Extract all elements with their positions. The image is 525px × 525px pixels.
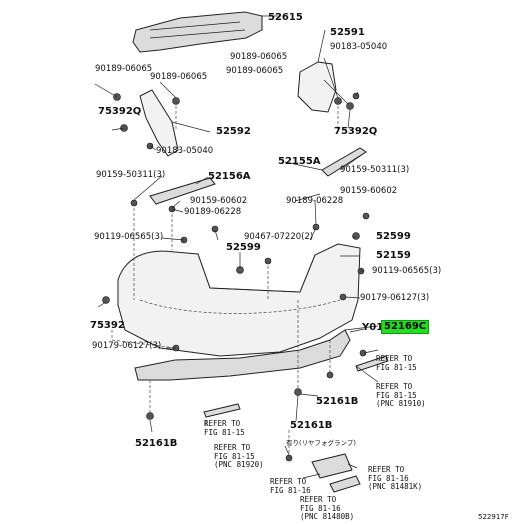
- reference-fig-81-15-pnc-81910[interactable]: REFER TO FIG 81-15 (PNC 81910): [376, 382, 426, 408]
- label-75392q-right: 75392Q: [334, 126, 378, 137]
- label-90119-06565-left: 90119-06565(3): [94, 232, 164, 242]
- reference-fig-81-15-a[interactable]: REFER TO FIG 81-15: [376, 354, 417, 372]
- label-90159-60602-right: 90159-60602: [340, 186, 398, 196]
- label-90159-50311-left: 90159-50311(3): [96, 170, 166, 180]
- reference-fig-81-15-b[interactable]: REFER TO FIG 81-15: [204, 419, 245, 437]
- left-bumper-bracket[interactable]: [139, 89, 179, 157]
- label-90183-05040-b: 90183-05040: [156, 146, 214, 156]
- label-90159-60602-left: 90159-60602: [190, 196, 248, 206]
- rear-bumper-cover[interactable]: [117, 243, 361, 357]
- label-y01-prefix: Y01: [362, 322, 384, 333]
- label-52592: 52592: [216, 126, 251, 137]
- label-52161b-bottom: 52161B: [290, 420, 333, 431]
- left-reflector[interactable]: [203, 403, 241, 418]
- drawing-code: 522917F: [478, 513, 509, 521]
- reference-fig-81-15-pnc-81920[interactable]: REFER TO FIG 81-15 (PNC 81920): [214, 443, 264, 469]
- label-52155a: 52155A: [278, 156, 321, 167]
- label-90467-07220: 90467-07220(2): [244, 232, 314, 242]
- rear-fog-lamp[interactable]: [311, 453, 353, 479]
- label-90189-06228-right: 90189-06228: [286, 196, 344, 206]
- label-52599-right: 52599: [376, 231, 411, 242]
- label-90179-06127-left: 90179-06127(3): [92, 341, 162, 351]
- label-90189-06065-a: 90189-06065: [230, 52, 288, 62]
- label-52591: 52591: [330, 27, 365, 38]
- label-90159-50311-right: 90159-50311(3): [340, 165, 410, 175]
- label-90189-06065-b: 90189-06065: [95, 64, 153, 74]
- label-90183-05040-a: 90183-05040: [330, 42, 388, 52]
- reference-fig-81-16[interactable]: REFER TO FIG 81-16: [270, 477, 311, 495]
- label-52161b-right: 52161B: [316, 396, 359, 407]
- right-bumper-bracket[interactable]: [297, 61, 337, 113]
- reference-fig-81-16-pnc-81481k[interactable]: REFER TO FIG 81-16 (PNC 81481K): [368, 465, 423, 491]
- label-52156a: 52156A: [208, 171, 251, 182]
- left-side-retainer[interactable]: [149, 177, 216, 205]
- note-rear-fog-lamp: 有り(リヤフォグランプ): [286, 439, 356, 447]
- label-90119-06565-right: 90119-06565(3): [372, 266, 442, 276]
- rear-bumper-reinforcement[interactable]: [132, 11, 263, 53]
- label-90189-06065-c: 90189-06065: [150, 72, 208, 82]
- right-reflector[interactable]: [355, 355, 389, 372]
- label-52599-left: 52599: [226, 242, 261, 253]
- label-52161b-left: 52161B: [135, 438, 178, 449]
- rear-bumper-lower-spoiler[interactable]: [134, 329, 351, 381]
- highlighted-part-52169c[interactable]: 52169C: [381, 320, 430, 334]
- label-75392q-left: 75392Q: [98, 106, 142, 117]
- fog-lamp-bezel[interactable]: [329, 475, 361, 493]
- label-90189-06228-left: 90189-06228: [184, 207, 242, 217]
- label-75392: 75392: [90, 320, 125, 331]
- label-90189-06065-d: 90189-06065: [226, 66, 284, 76]
- label-52615: 52615: [268, 12, 303, 23]
- reference-fig-81-16-pnc-81480b[interactable]: REFER TO FIG 81-16 (PNC 81480B): [300, 495, 355, 521]
- label-52159: 52159: [376, 250, 411, 261]
- label-90179-06127-right: 90179-06127(3): [360, 293, 430, 303]
